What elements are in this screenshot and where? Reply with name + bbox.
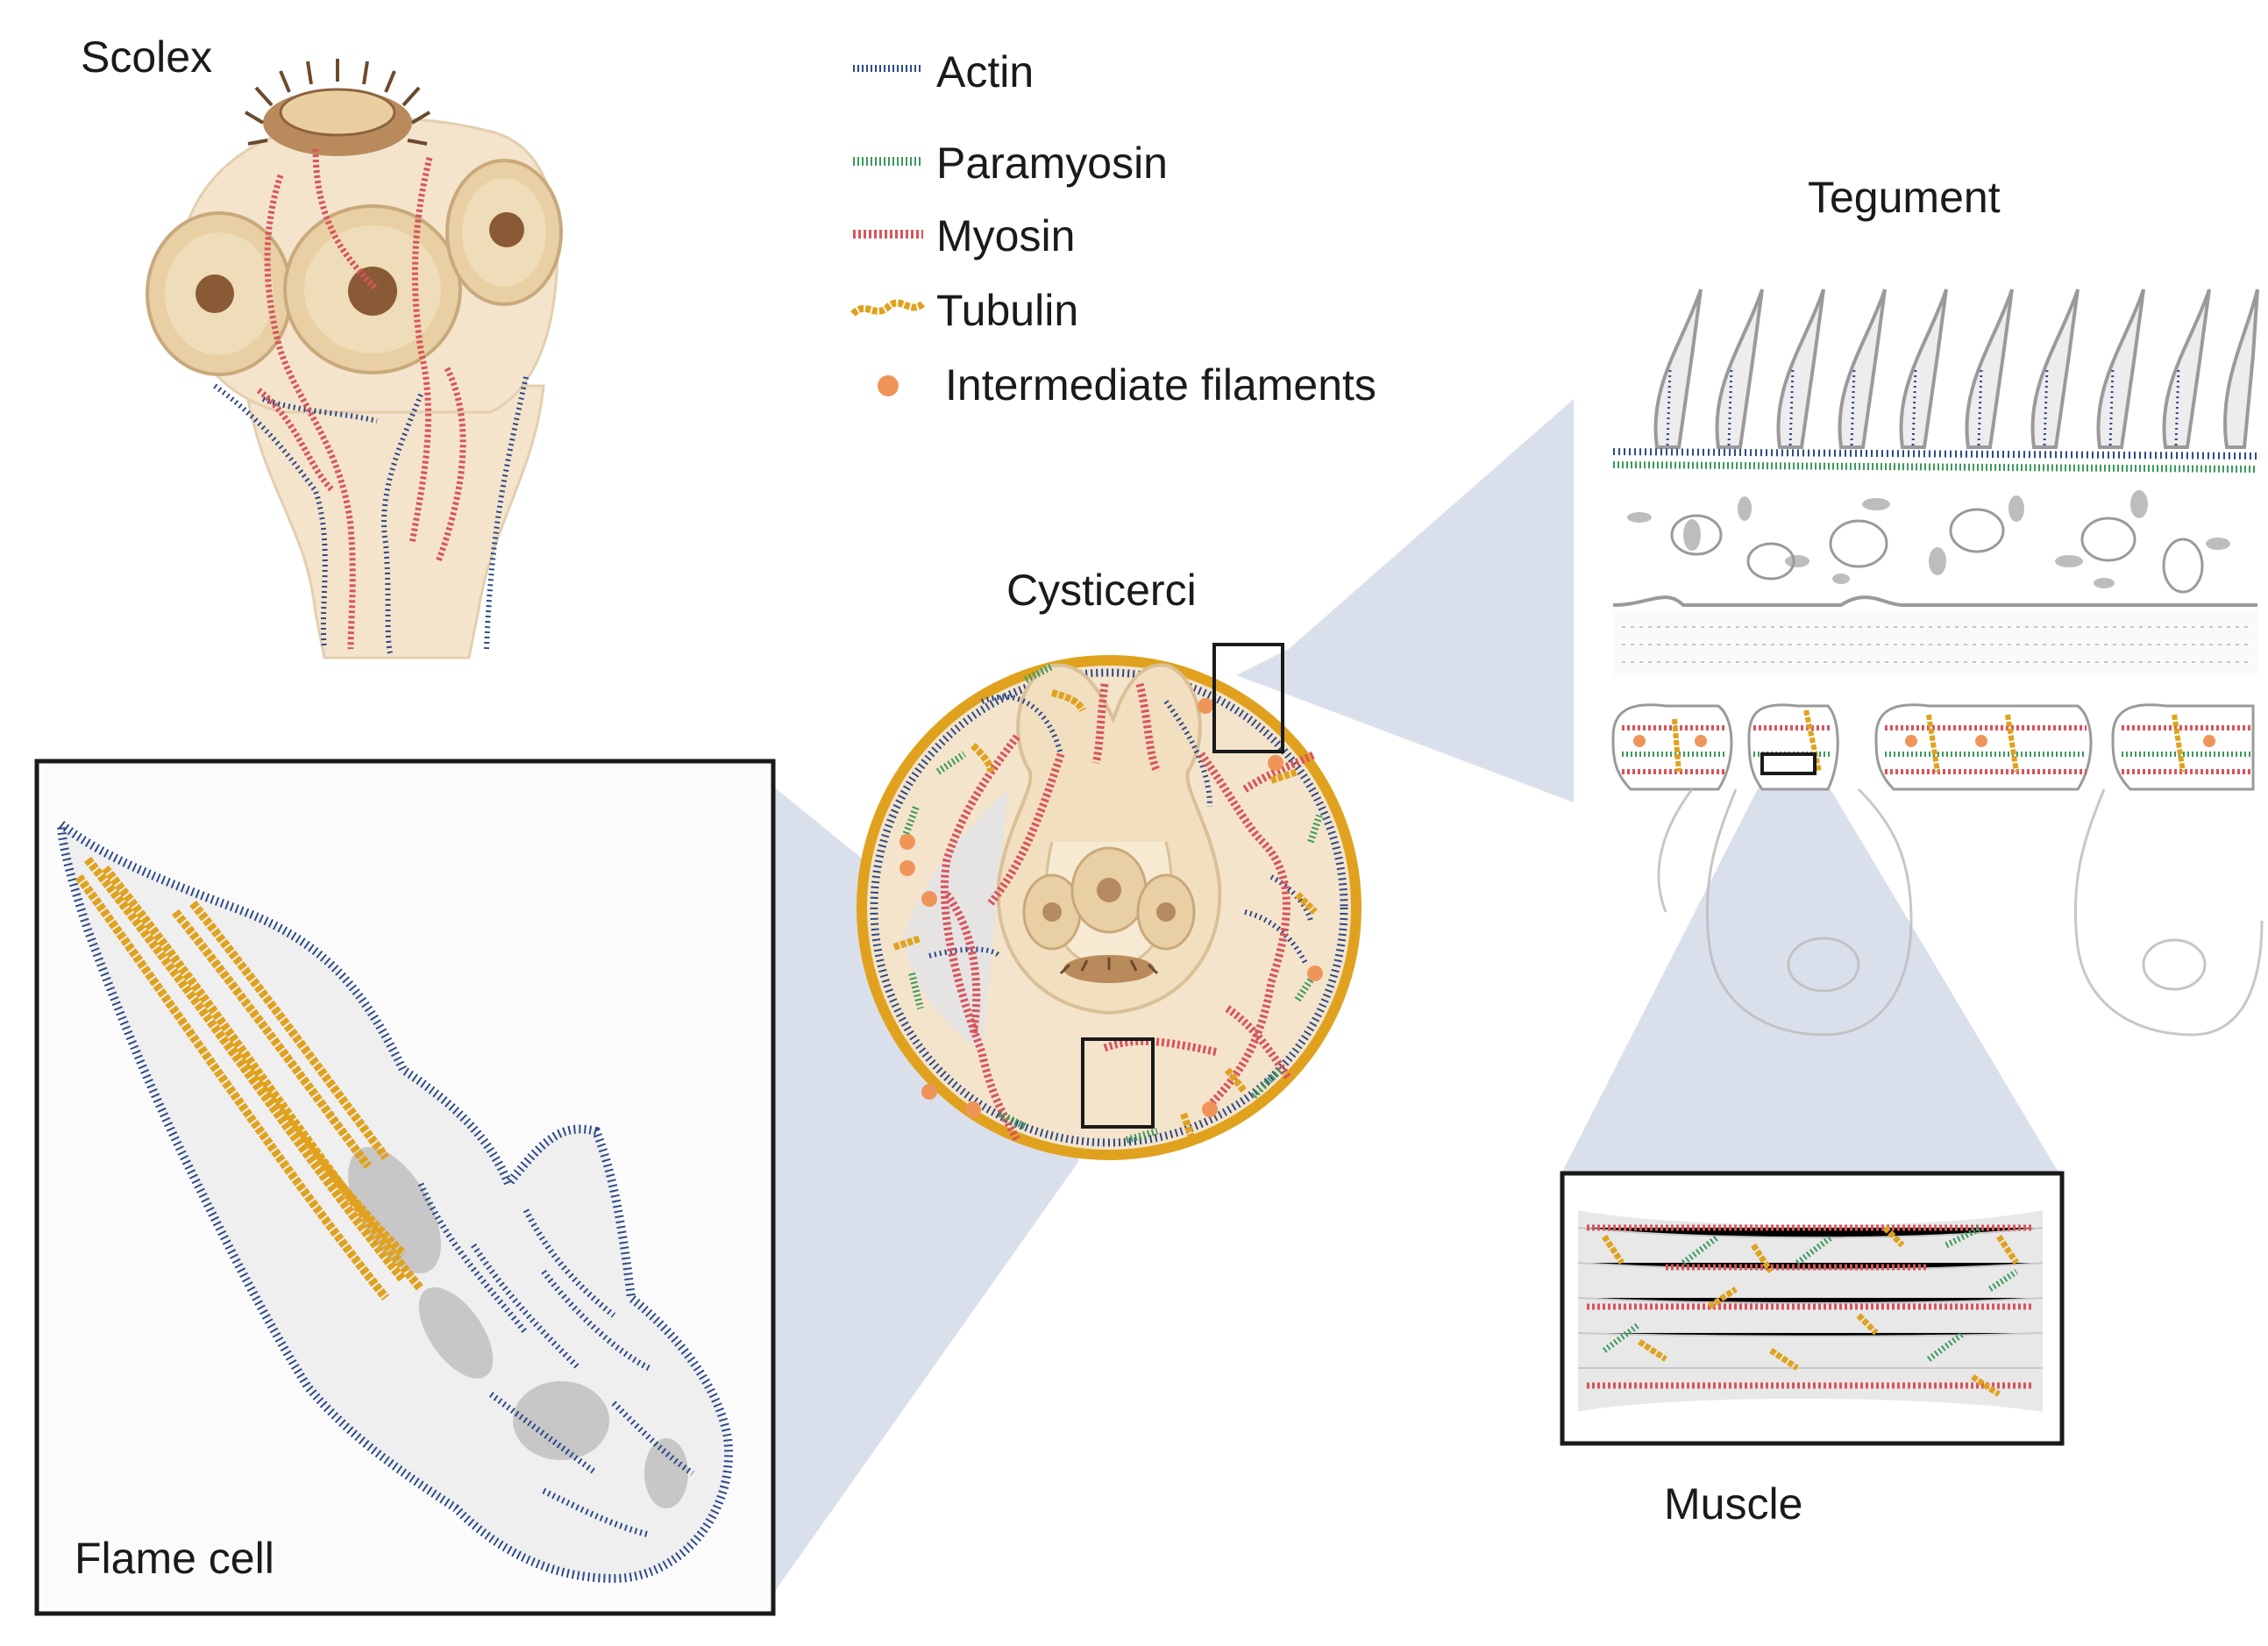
sucker-right bbox=[445, 159, 563, 306]
scolex-illustration bbox=[146, 59, 563, 659]
myosin-swatch-icon bbox=[853, 230, 923, 239]
zoom-wedge-tegument bbox=[1236, 399, 1574, 802]
zoom-box-flame-cell bbox=[1081, 1037, 1155, 1129]
legend-label-actin: Actin bbox=[936, 47, 1034, 96]
actin-swatch-icon bbox=[853, 65, 923, 72]
cysticerci-label: Cysticerci bbox=[1006, 566, 1197, 615]
sucker-left bbox=[146, 211, 293, 376]
intermediate-filament-dot-icon bbox=[878, 375, 899, 396]
legend-label-myosin: Myosin bbox=[936, 211, 1076, 260]
legend-label-intermediate-filaments: Intermediate filaments bbox=[945, 360, 1376, 410]
scolex-label: Scolex bbox=[81, 32, 213, 82]
legend-label-paramyosin: Paramyosin bbox=[936, 139, 1168, 188]
tegument-label: Tegument bbox=[1808, 173, 2001, 222]
legend-label-tubulin: Tubulin bbox=[936, 286, 1079, 335]
zoom-box-tegument bbox=[1212, 643, 1284, 753]
tegument-illustration bbox=[1611, 289, 2264, 1037]
paramyosin-swatch-icon bbox=[853, 157, 923, 166]
zoom-box-muscle bbox=[1760, 752, 1817, 775]
zoom-wedge-muscle bbox=[1561, 763, 2060, 1175]
cysticerci-illustration bbox=[857, 643, 1362, 1160]
tubulin-swatch-icon bbox=[850, 299, 926, 317]
muscle-panel bbox=[1560, 1171, 2065, 1446]
muscle-label: Muscle bbox=[1664, 1479, 1803, 1528]
sucker-center bbox=[283, 204, 462, 374]
rostellum-hooks bbox=[244, 59, 431, 156]
flame-cell-label: Flame cell bbox=[75, 1534, 274, 1583]
flame-cell-panel bbox=[34, 759, 776, 1616]
